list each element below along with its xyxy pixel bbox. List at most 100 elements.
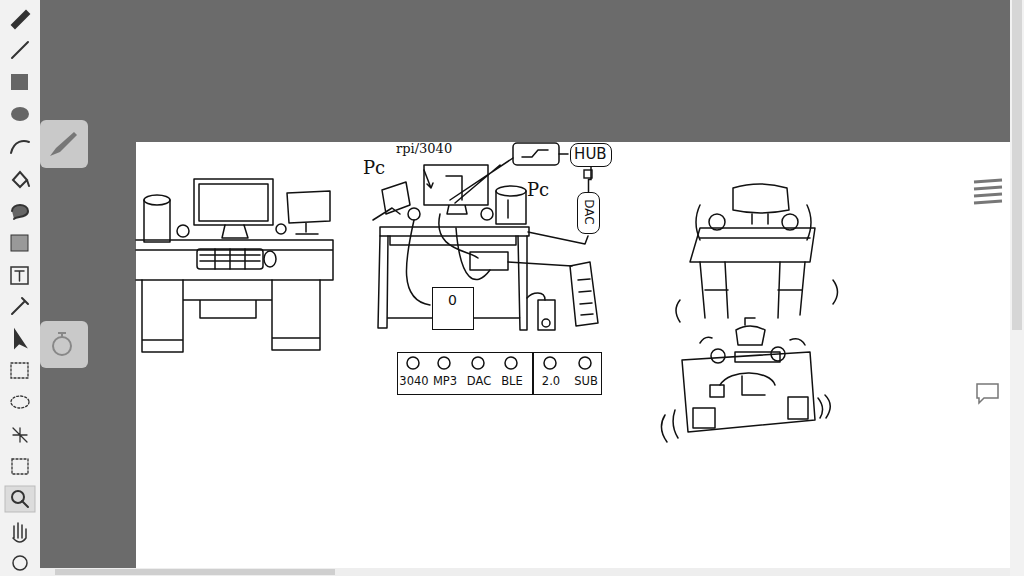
- blob-icon: [12, 205, 28, 219]
- knob: [505, 357, 517, 369]
- toolbar: [0, 0, 40, 576]
- knob: [579, 357, 591, 369]
- brush-panel: [40, 120, 88, 168]
- gradient-icon: [11, 235, 28, 251]
- mouse: [264, 251, 276, 267]
- sketch-label: Pc: [527, 180, 549, 200]
- speaker: [177, 225, 189, 237]
- device: [710, 385, 724, 397]
- knob-label: DAC: [467, 375, 491, 388]
- leader-arrow: [424, 170, 433, 188]
- speaker: [144, 195, 170, 205]
- control-panel: 3040 MP3 DAC BLE: [397, 352, 533, 395]
- chair: [733, 184, 789, 224]
- desk-sketch: [373, 143, 598, 369]
- cable-connector: [589, 167, 592, 192]
- monitor: [194, 179, 273, 225]
- knob-label: MP3: [433, 375, 457, 388]
- cable-plug: [584, 170, 592, 178]
- cable: [406, 214, 490, 305]
- mp3-player: [538, 300, 555, 330]
- speaker: [771, 347, 785, 361]
- cable: [508, 262, 572, 266]
- cable: [559, 153, 568, 155]
- speaker: [144, 200, 170, 242]
- monitor: [424, 165, 488, 214]
- tool-icons: [5, 11, 35, 570]
- desk-sketch: [661, 184, 837, 442]
- brush-icon: [50, 132, 77, 156]
- scroll-thumb: [55, 569, 335, 575]
- comment-icon: [977, 384, 998, 403]
- keys: [200, 249, 260, 269]
- keyboard: [735, 352, 780, 362]
- desk-top-view: [682, 352, 815, 432]
- knob-label: 2.0: [542, 375, 560, 388]
- sound-waves: [661, 337, 830, 442]
- device-box: HUB: [570, 143, 613, 167]
- knob-label: 3040: [399, 375, 428, 388]
- tool-panel: [40, 321, 88, 368]
- hand-icon: [13, 523, 26, 542]
- scroll-thumb: [1012, 0, 1022, 330]
- eyedropper-icon: [12, 298, 28, 314]
- sound-waves: [676, 205, 838, 322]
- pointer-icon: [15, 331, 25, 347]
- chair: [736, 318, 765, 345]
- box-label: DAC: [581, 200, 594, 225]
- keyboard: [197, 249, 263, 269]
- wand-icon: [13, 428, 27, 442]
- monitor-stand: [222, 225, 248, 238]
- speaker: [782, 214, 798, 230]
- box-label: HUB: [574, 146, 607, 163]
- pc-tower: [496, 186, 526, 196]
- device: [470, 252, 508, 270]
- knob: [544, 357, 556, 369]
- text-tool-icon: [11, 267, 28, 284]
- timer-icon: [53, 337, 71, 355]
- cable: [527, 293, 545, 300]
- canvas: [136, 142, 1010, 568]
- pc-tower: [496, 191, 526, 224]
- lasso-icon: [11, 396, 29, 408]
- cable: [528, 232, 588, 244]
- sketch-label: rpi/3040: [396, 142, 452, 156]
- desk-frame: [378, 236, 527, 330]
- crop-icon: [12, 459, 28, 474]
- pedestal: [693, 408, 715, 428]
- speaker: [711, 349, 725, 363]
- knob-label: BLE: [501, 375, 523, 388]
- switch-box: [513, 143, 559, 165]
- pencil-icon: [12, 11, 29, 28]
- desk-legs: [700, 262, 805, 318]
- timer-icon: [58, 333, 66, 337]
- knob: [438, 357, 450, 369]
- cable: [720, 373, 775, 395]
- monitor-screen: [199, 184, 268, 221]
- right-strip: [1010, 0, 1024, 576]
- switch-symbol: [522, 150, 548, 157]
- knob: [407, 357, 419, 369]
- select-icon: [11, 363, 28, 378]
- knob: [472, 357, 484, 369]
- mp3-wheel: [542, 319, 550, 327]
- ellipse-icon: [11, 107, 29, 121]
- pedestal: [788, 397, 808, 419]
- menu-icon: [974, 180, 1002, 203]
- zoom-icon: [22, 501, 28, 507]
- control-panel: 2.0 SUB: [533, 352, 602, 395]
- rect-icon: [11, 74, 28, 90]
- power-strip: [570, 262, 598, 326]
- line-icon: [12, 42, 28, 58]
- box-label: 0: [448, 293, 457, 308]
- bottom-scrollbar: [40, 568, 1010, 576]
- second-monitor: [287, 191, 330, 234]
- active-tool: [5, 486, 35, 512]
- speaker: [481, 208, 493, 220]
- knob-label: SUB: [574, 375, 598, 388]
- curve-icon: [11, 141, 29, 153]
- speaker: [709, 214, 725, 230]
